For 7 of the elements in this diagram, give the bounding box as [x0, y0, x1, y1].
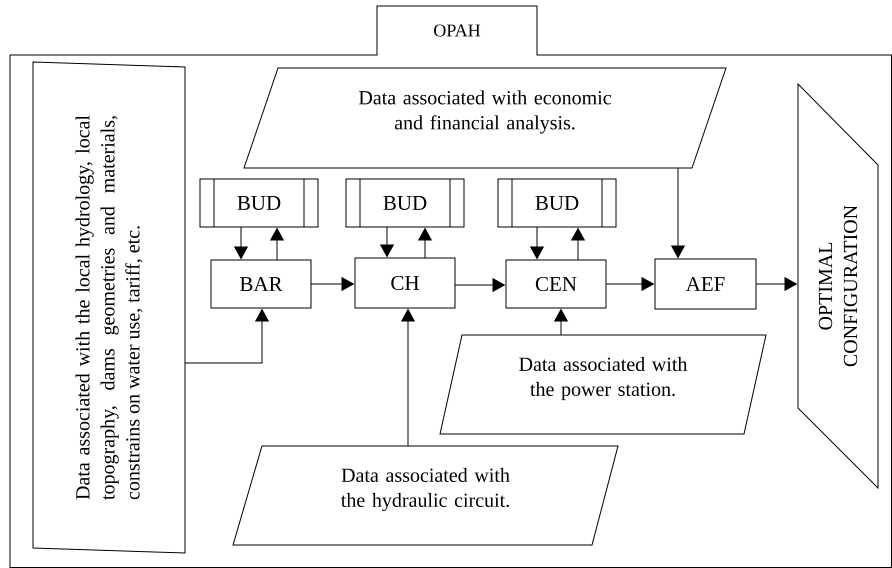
process-box: CH — [354, 258, 456, 308]
process-box: CEN — [506, 260, 606, 308]
budget-box: BUD — [498, 178, 616, 228]
process-box: AEF — [654, 258, 756, 310]
process-box: BAR — [210, 260, 312, 308]
budget-box: BUD — [200, 178, 318, 228]
budget-box: BUD — [346, 178, 464, 228]
